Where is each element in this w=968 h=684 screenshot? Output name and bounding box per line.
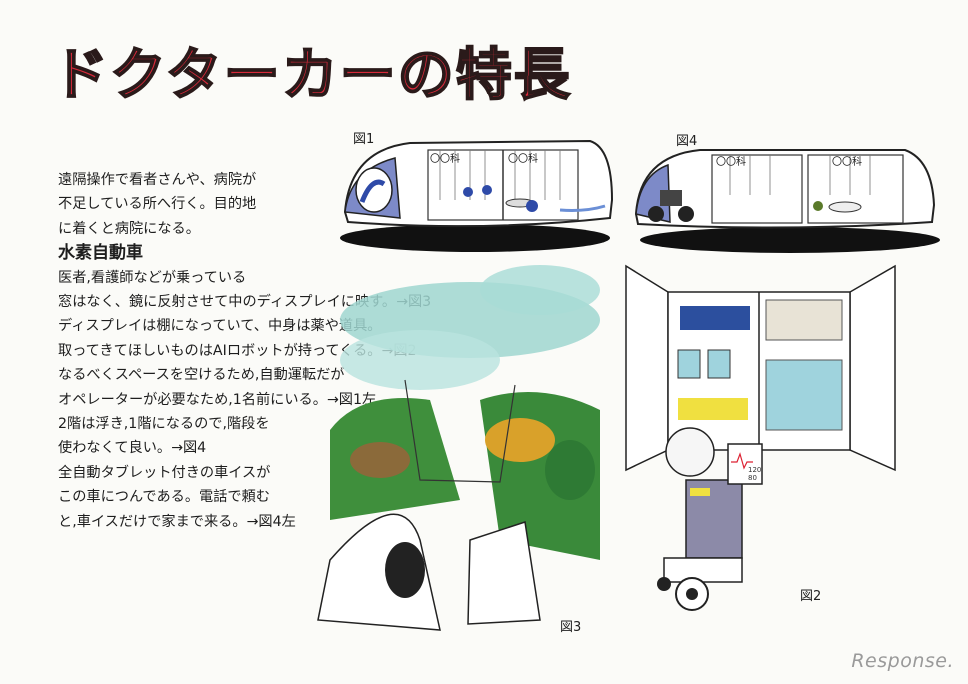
figure-3-road-view-illustration: [317, 265, 600, 631]
figure-4-label: 図4: [676, 134, 698, 149]
note-line: なるべくスペースを空けるため,自動運転だが: [58, 367, 345, 384]
note-line: ディスプレイは棚になっていて、中身は薬や道具。: [58, 318, 382, 335]
monitor-value-2: 80: [748, 474, 757, 482]
note-line: 取ってきてほしいものはAIロボットが持ってくる。→図2: [58, 342, 417, 359]
description-notes: 遠隔操作で看者さんや、病院が 不足している所へ行く。目的地 に着くと病院になる。…: [58, 168, 432, 534]
note-line: と,車イスだけで家まで来る。→図4左: [58, 513, 296, 530]
monitor-value-1: 120: [748, 466, 762, 474]
department-plate: 〇〇科: [508, 154, 538, 165]
note-line: 遠隔操作で看者さんや、病院が: [58, 172, 257, 188]
note-line: この車につんである。電話で頼む: [58, 489, 270, 506]
figure-1-label: 図1: [353, 132, 375, 147]
figure-1-vehicle-illustration: [340, 139, 614, 252]
figure-3-label: 図3: [560, 620, 582, 635]
note-line: 2階は浮き,1階になるので,階段を: [58, 416, 270, 433]
note-line: 使わなくて良い。→図4: [58, 440, 207, 457]
note-line: 全自動タブレット付きの車イスが: [58, 464, 271, 481]
note-heading-hydrogen-car: 水素自動車: [58, 243, 143, 264]
note-line: 医者,看護師などが乗っている: [58, 269, 247, 286]
figure-4-vehicle-illustration: [634, 149, 940, 253]
page-title: ドクターカーの特長: [51, 42, 572, 109]
note-line: 窓はなく、鏡に反射させて中のディスプレイに映す。→図3: [58, 294, 432, 311]
note-line: に着くと病院になる。: [58, 220, 200, 237]
figure-2-label: 図2: [800, 589, 822, 604]
note-line: オペレーターが必要なため,1名前にいる。→図1左: [58, 391, 377, 408]
note-line: 不足している所へ行く。目的地: [58, 196, 257, 213]
figure-2-cabinet-robot-illustration: [625, 264, 896, 611]
department-plate: 〇〇科: [716, 157, 746, 168]
department-plate: 〇〇科: [832, 157, 862, 168]
watermark-logo: Response.: [851, 650, 954, 672]
monitor-readout: 120 80: [748, 466, 761, 482]
department-plate: 〇〇科: [430, 154, 460, 165]
